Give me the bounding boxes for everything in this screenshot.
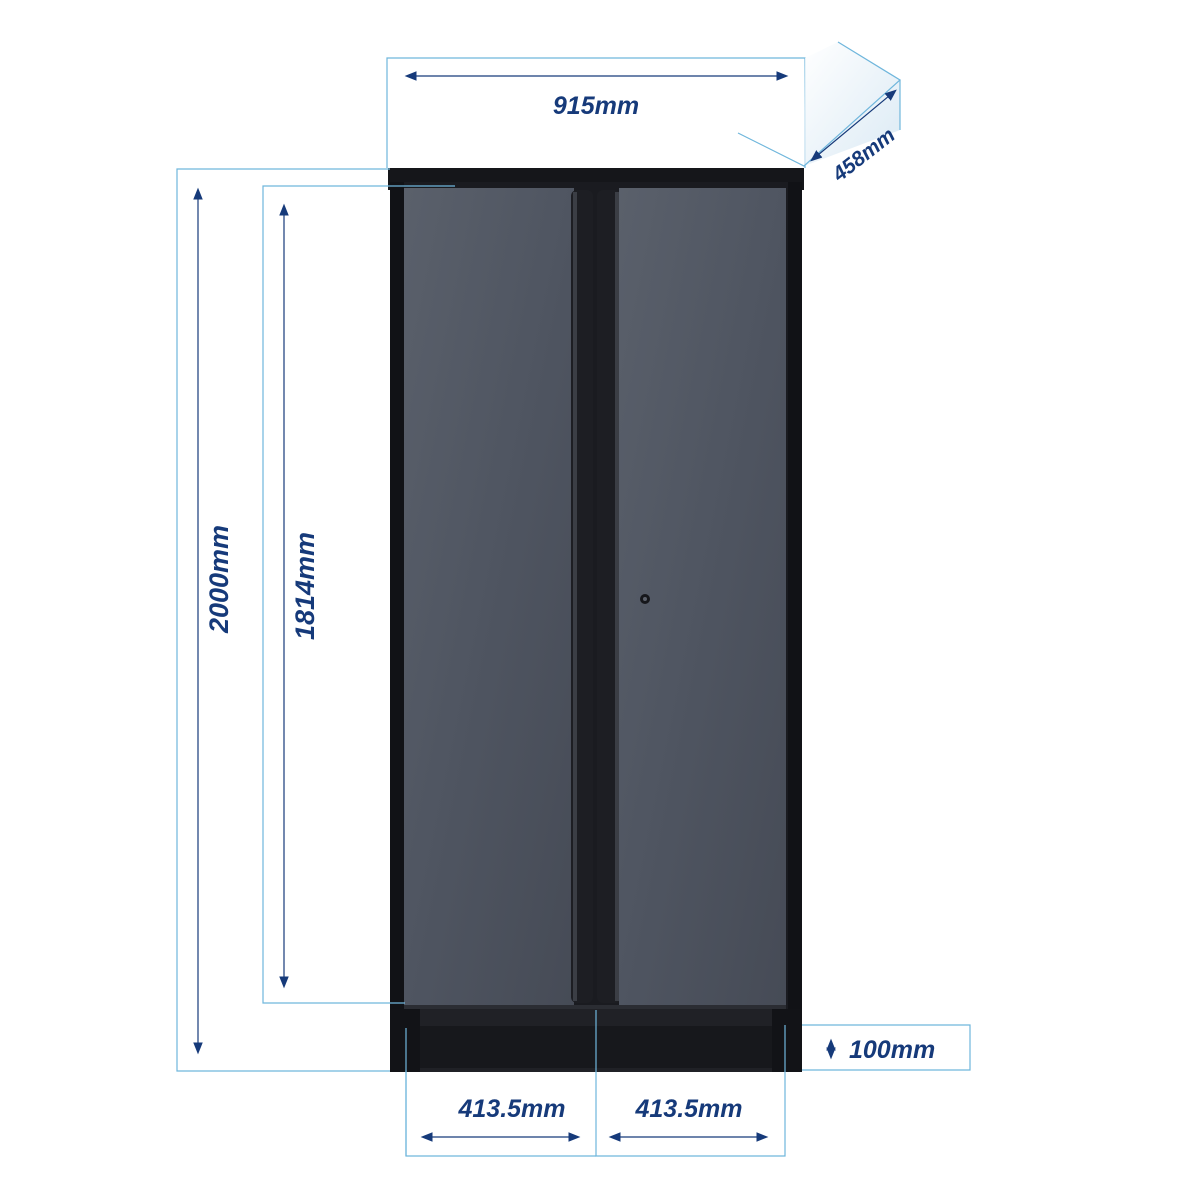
left-door-width-label: 413.5mm [457,1095,565,1123]
door-height-guide-box [262,185,455,1004]
right-door-handle-edge [615,192,619,1001]
right-door-width-guide-box [595,1010,786,1157]
right-door-width-label: 413.5mm [634,1095,742,1123]
plinth-left-foot [390,1009,420,1072]
total-height-guide-box [176,168,390,1072]
cabinet-right-side [788,182,802,1072]
door-bottom-edge [404,1005,786,1009]
plinth-height-guide-box [802,1024,971,1071]
left-door-handle-edge [573,192,577,1001]
depth-arrow [810,89,897,162]
dimension-guides [176,57,971,1157]
tool-cabinet [388,168,804,1072]
door-height-label: 1814mm [290,532,320,640]
dimension-arrows [193,71,897,1142]
plinth-height-label: 100mm [849,1036,935,1064]
plinth-right-foot [772,1009,802,1072]
door-lock-key [643,597,647,601]
width-label: 915mm [553,92,639,120]
cabinet-left-side [390,182,404,1072]
total-height-label: 2000mm [204,525,234,634]
left-door-panel [404,188,574,1005]
